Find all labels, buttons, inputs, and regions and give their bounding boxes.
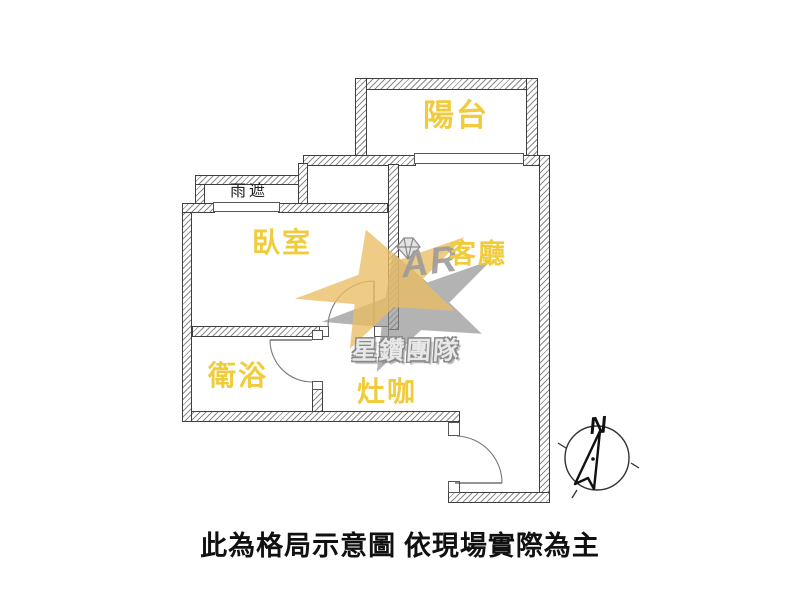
room-label-bedroom: 臥室 <box>252 227 313 258</box>
bedroom-door-arc <box>327 280 375 328</box>
room-label-rain-canopy: 雨遮 <box>230 183 269 200</box>
window-balcony <box>414 153 524 164</box>
compass-north-icon: N <box>557 411 640 499</box>
wall-bottom-entry <box>448 492 550 503</box>
wall-canopy-left <box>195 184 205 204</box>
jamb-entry-bottom <box>448 481 460 493</box>
room-label-kitchen: 灶咖 <box>357 376 418 407</box>
entry-door-arc <box>456 435 503 484</box>
room-label-living-room: 客廳 <box>449 239 507 269</box>
disclaimer-caption: 此為格局示意圖 依現場實際為主 <box>200 531 600 561</box>
jamb-entry-top <box>448 422 460 436</box>
watermark-team-name: 星鑽團隊 <box>351 337 462 365</box>
compass-north-letter: N <box>588 411 609 440</box>
room-label-bathroom: 衛浴 <box>208 360 269 391</box>
wall-alcove-left <box>298 163 308 204</box>
bathroom-door-arc <box>269 339 313 383</box>
jamb-bath-door-bottom <box>312 381 323 390</box>
room-label-balcony: 陽台 <box>423 98 489 133</box>
window-bedroom <box>213 202 280 212</box>
